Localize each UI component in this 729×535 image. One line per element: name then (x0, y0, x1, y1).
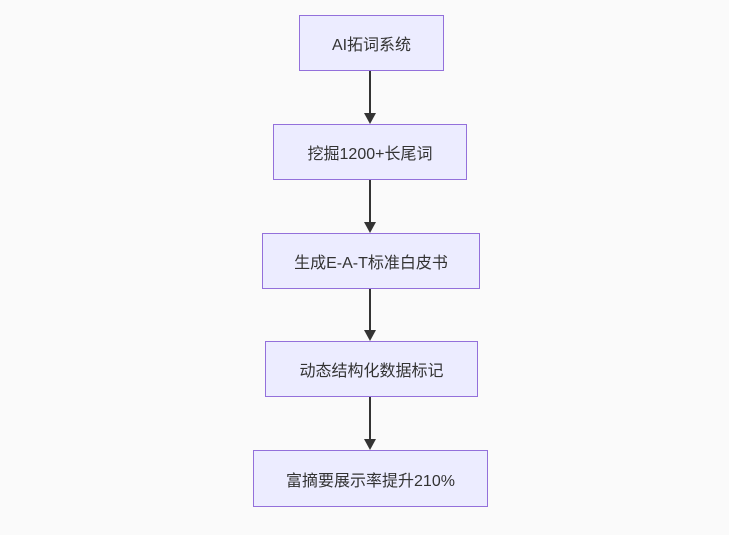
flow-node-label: 动态结构化数据标记 (299, 363, 444, 380)
arrowhead-down-icon (364, 330, 376, 341)
arrow-line (369, 180, 371, 222)
flow-node-rich-snippet-result: 富摘要展示率提升210% (253, 450, 488, 507)
flow-node-label: 生成E-A-T标准白皮书 (294, 255, 448, 272)
flow-edge-a-b (364, 71, 376, 124)
flow-edge-d-e (364, 397, 376, 450)
flow-node-longtail-mining: 挖掘1200+长尾词 (273, 124, 467, 180)
arrow-line (369, 71, 371, 113)
arrowhead-down-icon (364, 222, 376, 233)
flow-node-ai-word-system: AI拓词系统 (299, 15, 444, 71)
flow-edge-c-d (364, 289, 376, 341)
arrowhead-down-icon (364, 113, 376, 124)
arrow-line (369, 397, 371, 439)
flow-node-label: 挖掘1200+长尾词 (307, 146, 433, 163)
flow-node-label: 富摘要展示率提升210% (286, 472, 455, 490)
flow-node-label: AI拓词系统 (331, 37, 412, 54)
arrowhead-down-icon (364, 439, 376, 450)
flow-edge-b-c (364, 180, 376, 233)
flow-node-eat-whitepaper: 生成E-A-T标准白皮书 (262, 233, 480, 289)
flow-node-structured-data: 动态结构化数据标记 (265, 341, 478, 397)
arrow-line (369, 289, 371, 330)
